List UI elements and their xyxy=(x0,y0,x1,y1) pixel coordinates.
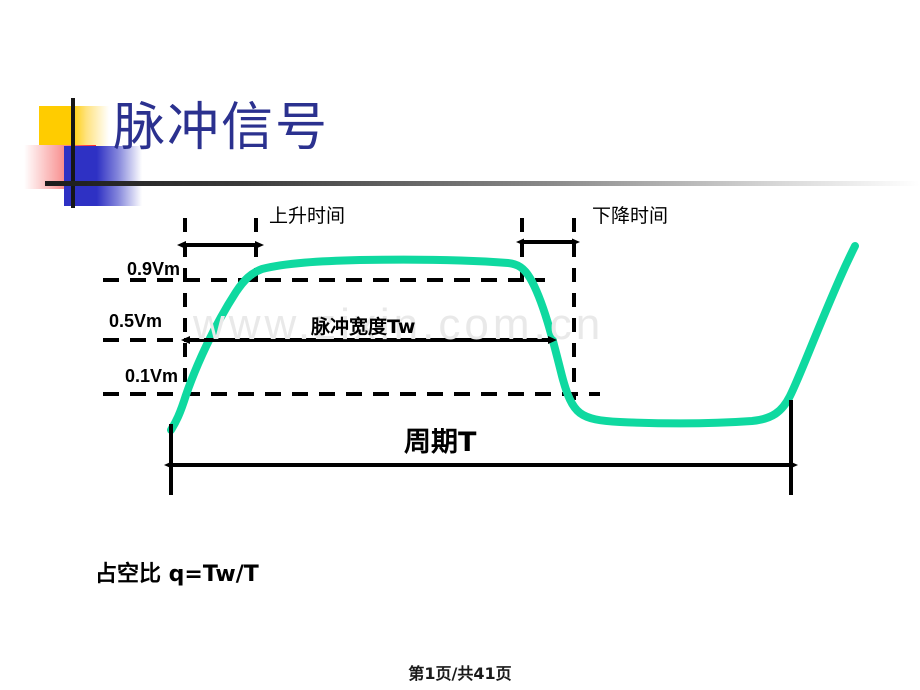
decor-vertical-rule xyxy=(71,98,75,208)
label-level-0_5vm: 0.5Vm xyxy=(108,311,162,331)
label-level-0_9vm: 0.9Vm xyxy=(126,259,180,279)
decor-blue-block xyxy=(64,146,142,206)
pulse-signal-chart xyxy=(0,190,920,610)
label-rise-time: 上升时间 xyxy=(269,205,346,227)
decor-horizontal-rule xyxy=(45,181,920,186)
label-level-0_1vm: 0.1Vm xyxy=(124,366,178,386)
waveform-curve xyxy=(167,242,859,434)
slide-header: 脉冲信号 xyxy=(0,0,920,208)
duty-cycle-formula: 占空比 q=Tw/T xyxy=(95,562,259,587)
page-number-footer: 第1页/共41页 xyxy=(408,664,512,683)
label-fall-time: 下降时间 xyxy=(592,205,669,227)
pulse-waveform-svg xyxy=(103,218,859,495)
page-title: 脉冲信号 xyxy=(113,98,330,158)
label-period: 周期T xyxy=(404,427,477,458)
label-pulse-width: 脉冲宽度Tw xyxy=(311,316,416,338)
